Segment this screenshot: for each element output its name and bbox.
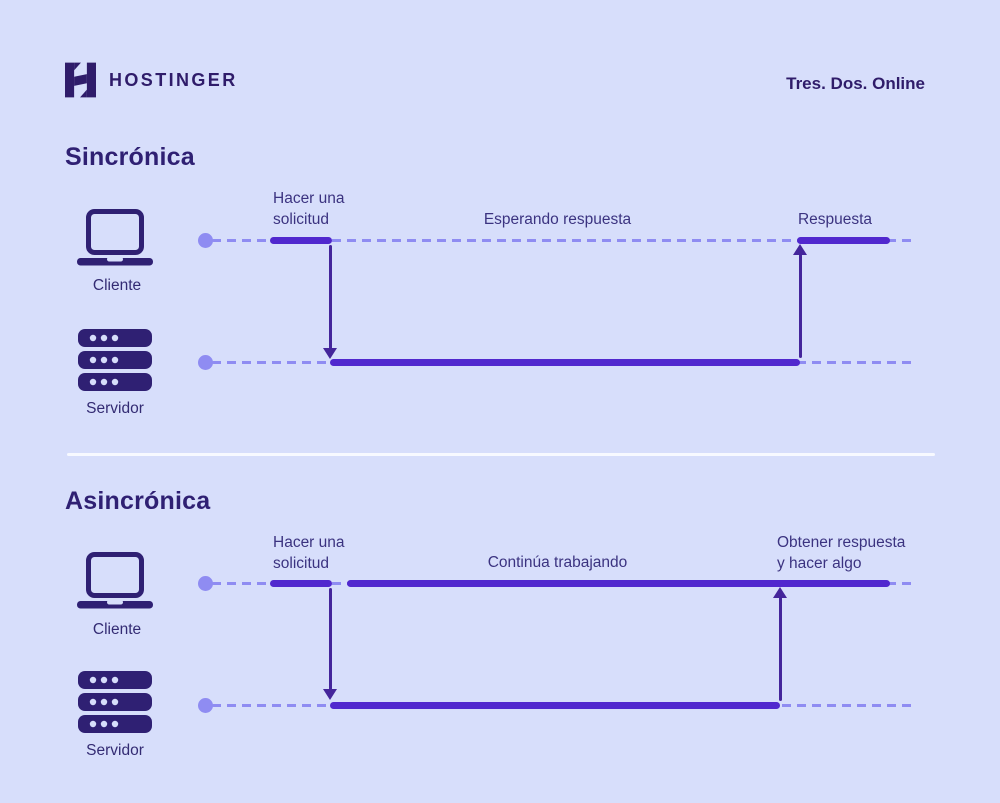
sync-response-arrow-line — [798, 254, 802, 358]
arrow-up-icon — [793, 244, 807, 255]
async-request-label: Hacer una solicitud — [273, 532, 345, 574]
async-request-arrow-line — [328, 588, 332, 690]
async-request-segment — [270, 579, 332, 587]
timeline-dot — [197, 575, 213, 591]
server-icon — [78, 671, 152, 738]
sync-response-label: Respuesta — [797, 211, 873, 228]
laptop-icon — [75, 552, 155, 617]
async-request-line1: Hacer una — [273, 534, 345, 551]
timeline-dot — [197, 697, 213, 713]
async-section-title: Asincrónica — [65, 487, 211, 515]
async-response-line2: y hacer algo — [777, 555, 862, 572]
async-working-segment — [347, 579, 890, 587]
async-working-label: Continúa trabajando — [487, 554, 628, 571]
sync-server-label: Servidor — [86, 400, 144, 417]
async-server-label: Servidor — [86, 742, 144, 759]
timeline-dot — [197, 232, 213, 248]
brand-name: HOSTINGER — [109, 69, 238, 90]
server-icon — [78, 329, 152, 396]
brand-tagline: Tres. Dos. Online — [786, 74, 925, 93]
sync-client-timeline — [212, 238, 915, 242]
sync-request-segment — [270, 236, 332, 244]
sync-response-segment — [797, 236, 890, 244]
sync-processing-segment — [330, 358, 800, 366]
section-divider — [67, 453, 935, 456]
async-response-label: Obtener respuesta y hacer algo — [777, 532, 905, 574]
arrow-down-icon — [323, 348, 337, 359]
arrow-down-icon — [323, 689, 337, 700]
timeline-dot — [197, 354, 213, 370]
async-response-line1: Obtener respuesta — [777, 534, 906, 551]
sync-request-label: Hacer una solicitud — [273, 188, 345, 230]
sync-waiting-label: Esperando respuesta — [483, 211, 632, 228]
brand-header: HOSTINGER — [65, 62, 238, 98]
async-processing-segment — [330, 701, 780, 709]
laptop-icon — [75, 209, 155, 274]
sync-client-label: Cliente — [92, 277, 142, 294]
async-request-line2: solicitud — [273, 555, 329, 572]
sync-request-line1: Hacer una — [273, 190, 345, 207]
hostinger-logo-icon — [65, 62, 96, 98]
sync-section-title: Sincrónica — [65, 143, 195, 171]
async-response-arrow-line — [778, 597, 782, 701]
sync-request-line2: solicitud — [273, 211, 329, 228]
arrow-up-icon — [773, 587, 787, 598]
async-client-label: Cliente — [92, 621, 142, 638]
sync-request-arrow-line — [328, 245, 332, 349]
